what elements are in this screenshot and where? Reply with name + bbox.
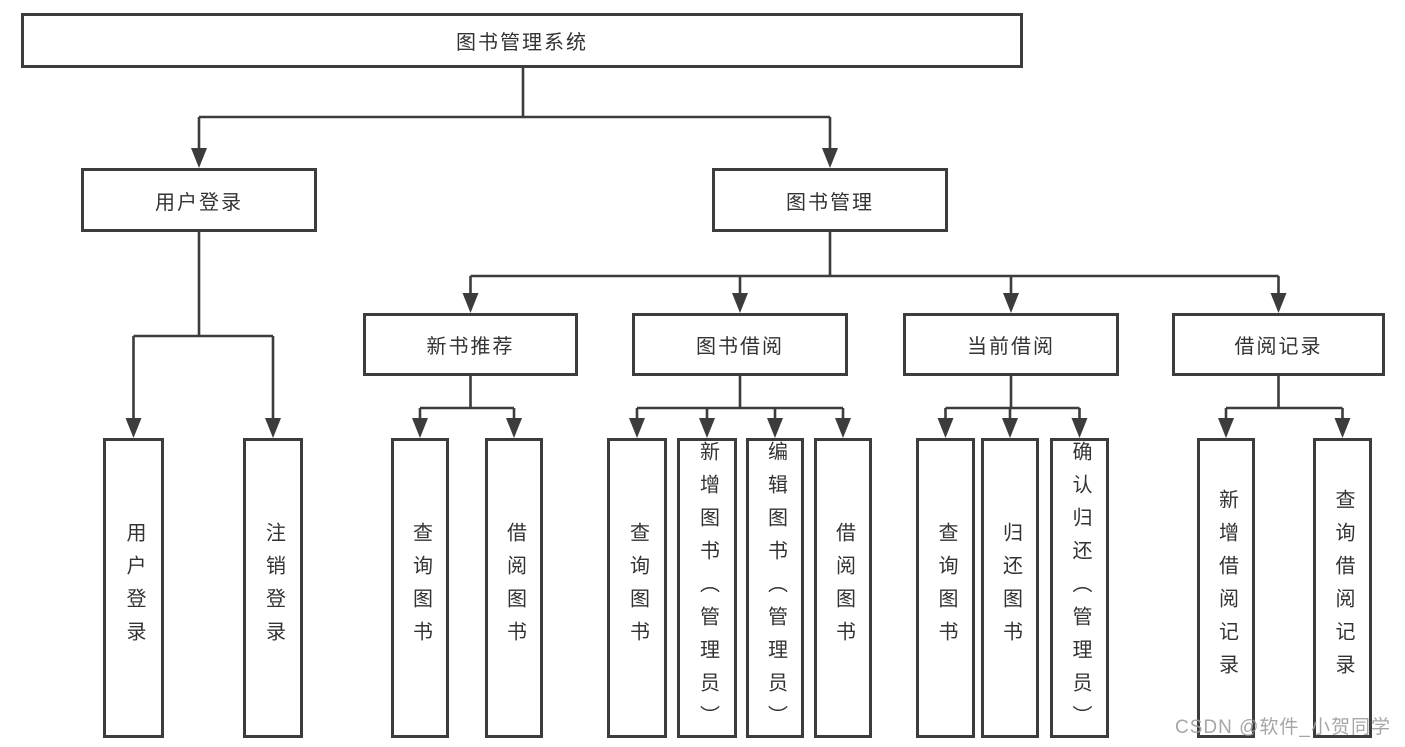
node-book-mgmt-label: 图书管理 — [786, 191, 874, 214]
leaf-records-add-record: 新增借阅记录 — [1197, 438, 1255, 738]
leaf-user-login-label: 用户登录 — [123, 522, 145, 654]
leaf-borrow-edit-books-admin: 编辑图书（管理员） — [746, 438, 804, 738]
leaf-rec-query-books-label: 查询图书 — [409, 522, 432, 654]
leaf-current-return-books-label: 归还图书 — [999, 522, 1022, 654]
node-new-book-rec-label: 新书推荐 — [426, 336, 515, 358]
leaf-borrow-add-books-admin: 新增图书（管理员） — [677, 438, 737, 738]
leaf-records-query-record-label: 查询借阅记录 — [1332, 489, 1354, 687]
leaf-rec-query-books: 查询图书 — [391, 438, 449, 738]
leaf-current-query-books-label: 查询图书 — [935, 522, 957, 654]
csdn-watermark: CSDN @软件_小贺同学 — [1175, 717, 1391, 738]
leaf-current-confirm-return-admin-label: 确认归还（管理员） — [1069, 441, 1091, 738]
node-borrow-records: 借阅记录 — [1172, 313, 1385, 376]
node-book-borrow: 图书借阅 — [632, 313, 848, 376]
node-root: 图书管理系统 — [21, 13, 1023, 68]
leaf-current-confirm-return-admin: 确认归还（管理员） — [1050, 438, 1109, 738]
leaf-borrow-query-books: 查询图书 — [607, 438, 667, 738]
leaf-records-query-record: 查询借阅记录 — [1313, 438, 1372, 738]
leaf-borrow-add-books-admin-label: 新增图书（管理员） — [696, 441, 719, 738]
leaf-borrow-edit-books-admin-label: 编辑图书（管理员） — [764, 441, 787, 738]
node-user-login-label: 用户登录 — [155, 191, 243, 214]
node-current-borrow: 当前借阅 — [903, 313, 1119, 376]
leaf-records-add-record-label: 新增借阅记录 — [1215, 489, 1238, 687]
arrowheads — [125, 148, 1351, 438]
leaf-logout-label: 注销登录 — [262, 522, 285, 654]
leaf-user-login: 用户登录 — [103, 438, 164, 738]
leaf-borrow-borrow-books-label: 借阅图书 — [832, 522, 855, 654]
node-current-borrow-label: 当前借阅 — [967, 336, 1055, 358]
node-book-mgmt: 图书管理 — [712, 168, 948, 232]
leaf-borrow-borrow-books: 借阅图书 — [814, 438, 872, 738]
node-new-book-rec: 新书推荐 — [363, 313, 578, 376]
leaf-current-return-books: 归还图书 — [981, 438, 1039, 738]
node-borrow-records-label: 借阅记录 — [1234, 336, 1323, 358]
leaf-rec-borrow-books: 借阅图书 — [485, 438, 543, 738]
node-user-login: 用户登录 — [81, 168, 317, 232]
leaf-current-query-books: 查询图书 — [916, 438, 975, 738]
leaf-borrow-query-books-label: 查询图书 — [626, 522, 649, 654]
node-root-label: 图书管理系统 — [456, 32, 588, 54]
leaf-rec-borrow-books-label: 借阅图书 — [503, 522, 526, 654]
node-book-borrow-label: 图书借阅 — [696, 336, 784, 358]
leaf-logout: 注销登录 — [243, 438, 303, 738]
